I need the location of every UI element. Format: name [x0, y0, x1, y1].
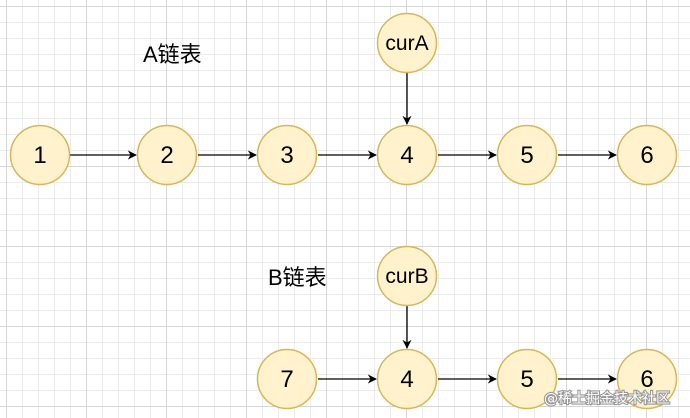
pointer-a-label: curA [385, 32, 428, 55]
list-a-node-2-label: 2 [160, 142, 173, 169]
list-a-node-4: 4 [376, 124, 438, 186]
list-a-label: A链表 [143, 42, 202, 67]
list-b-node-5-label: 5 [520, 366, 533, 393]
pointer-a-node: curA [376, 12, 438, 74]
list-b-node-7-label: 7 [280, 366, 293, 393]
list-a-node-5: 5 [496, 124, 558, 186]
list-a-node-1-label: 1 [33, 142, 46, 169]
pointer-b-label: curB [385, 265, 428, 288]
watermark-text: @稀土掘金技术社区 [544, 391, 670, 407]
list-b-node-7: 7 [256, 348, 318, 410]
list-b-node-6-label: 6 [640, 366, 653, 393]
list-a-node-6: 6 [616, 124, 678, 186]
list-b-label: B链表 [268, 265, 327, 290]
list-a-node-1: 1 [9, 124, 71, 186]
list-a-node-2: 2 [136, 124, 198, 186]
list-b-node-5: 5 [496, 348, 558, 410]
pointer-b-node: curB [376, 245, 438, 307]
list-b-node-6: 6 [616, 348, 678, 410]
list-a-node-6-label: 6 [640, 142, 653, 169]
list-a-node-4-label: 4 [400, 142, 413, 169]
list-b-node-4: 4 [376, 348, 438, 410]
list-a-node-5-label: 5 [520, 142, 533, 169]
list-a-node-3: 3 [256, 124, 318, 186]
list-b-node-4-label: 4 [400, 366, 413, 393]
list-a-node-3-label: 3 [280, 142, 293, 169]
